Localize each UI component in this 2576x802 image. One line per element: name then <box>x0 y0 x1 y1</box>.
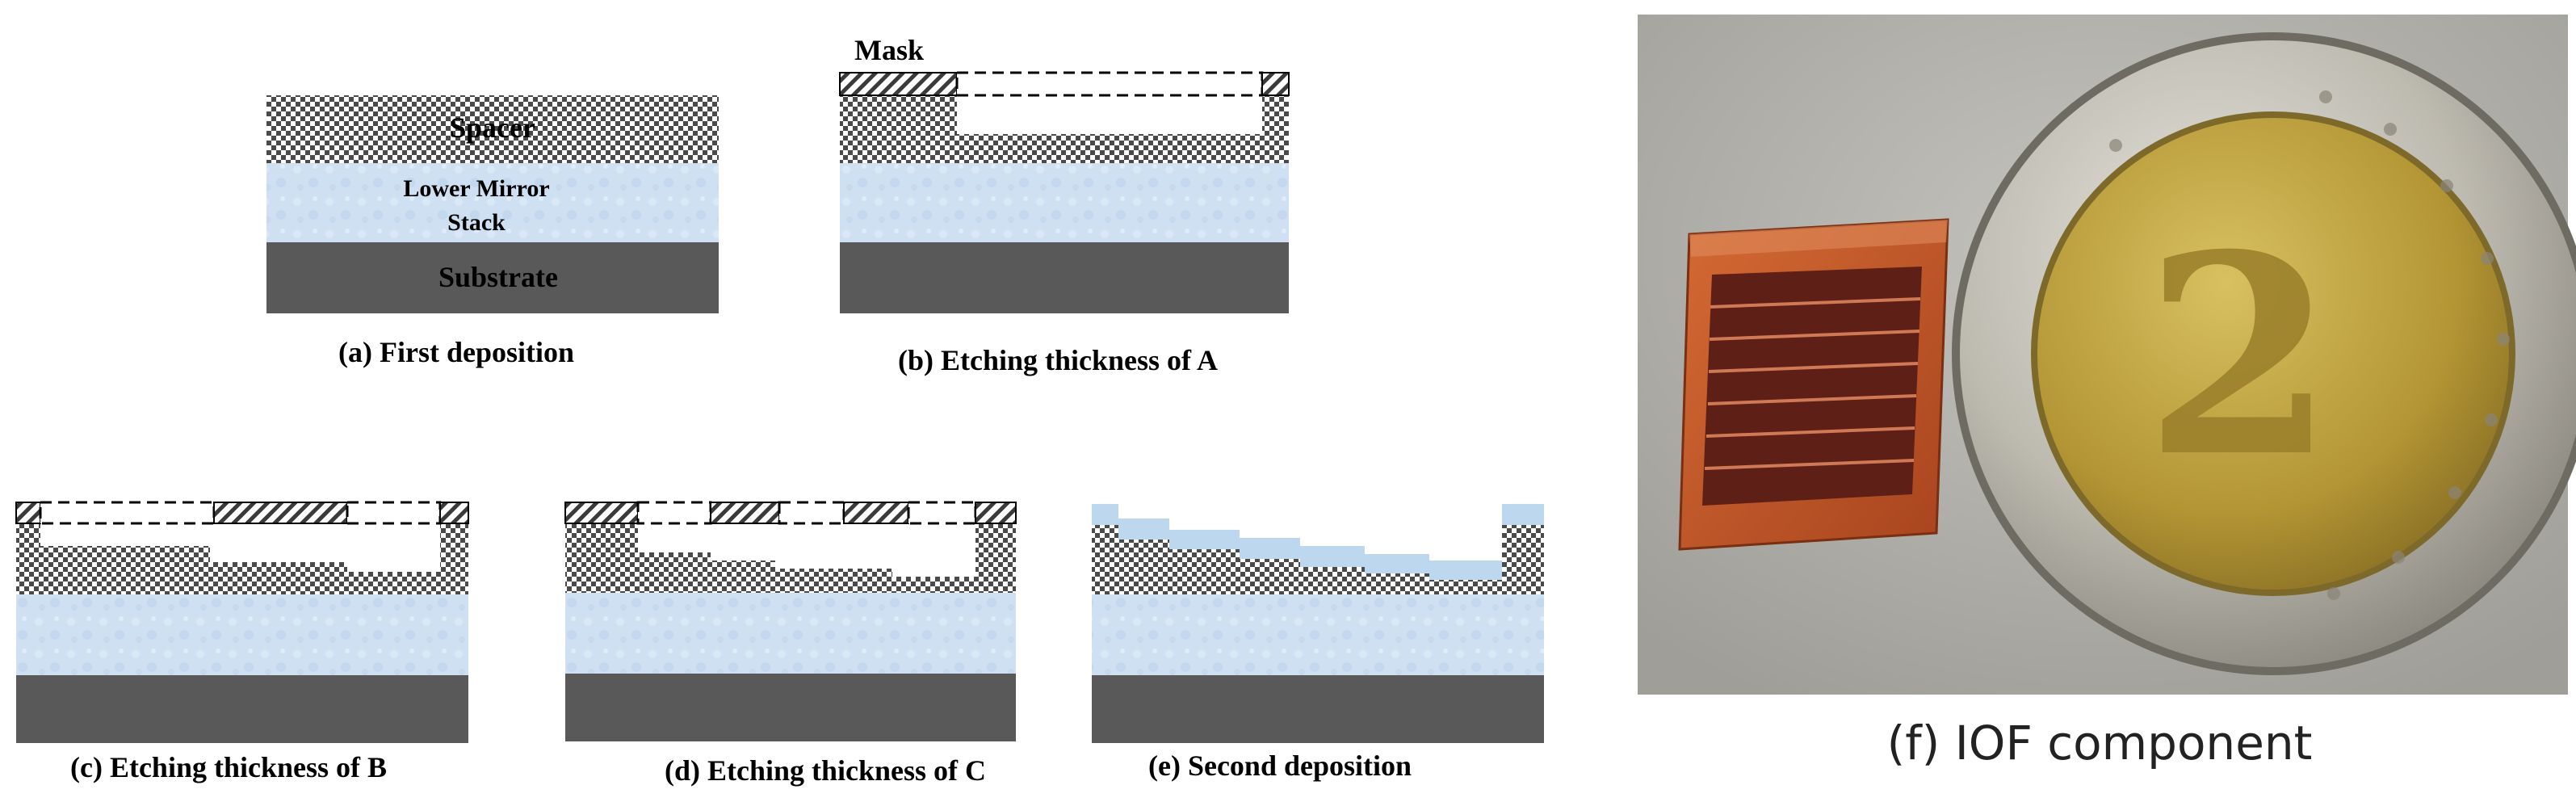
mirror-layer <box>266 163 719 242</box>
caption-f: (f) IOF component <box>1887 716 2313 771</box>
caption-d: (d) Etching thickness of C <box>665 754 986 787</box>
substrate-label: Substrate <box>438 261 558 293</box>
mirror-layer <box>16 594 468 675</box>
mirror-layer <box>1092 594 1544 675</box>
panel-e: (e) Second deposition <box>1092 504 1544 782</box>
mask-solid <box>15 502 41 524</box>
substrate-layer <box>565 674 1016 741</box>
mask-solid <box>1261 72 1290 96</box>
svg-text:2: 2 <box>2144 195 2335 518</box>
etched-cavity <box>40 523 440 572</box>
etched-cavity <box>957 95 1262 134</box>
mask-open <box>636 501 712 525</box>
mirror-label-line2: Stack <box>447 209 506 236</box>
mirror-layer <box>565 593 1016 674</box>
substrate-layer <box>840 242 1289 313</box>
mask-solid <box>710 502 780 524</box>
caption-e: (e) Second deposition <box>1148 750 1412 782</box>
mask-open <box>39 501 216 525</box>
caption-c: (c) Etching thickness of B <box>70 751 387 783</box>
mask-open <box>778 501 845 525</box>
mask-open <box>346 501 442 525</box>
iof-chip-image <box>1678 218 1949 551</box>
mask-solid <box>213 502 348 524</box>
mask-label: Mask <box>854 34 924 66</box>
mask-solid <box>439 502 469 524</box>
caption-a: (a) First deposition <box>338 336 574 368</box>
panel-d: (d) Etching thickness of C <box>564 501 1017 787</box>
mask-solid <box>975 502 1017 524</box>
mirror-layer <box>840 163 1289 242</box>
etched-cavity <box>638 523 975 577</box>
spacer-label: Spacer <box>450 111 535 144</box>
panel-a: Spacer Lower Mirror Stack Substrate (a) … <box>266 95 719 368</box>
mask-open <box>907 501 977 525</box>
panel-b: Mask (b) Etching thickness of A <box>839 34 1290 376</box>
mask-solid <box>839 72 958 96</box>
mask-solid <box>843 502 909 524</box>
substrate-layer <box>16 675 468 743</box>
substrate-layer <box>266 242 719 313</box>
panel-f: 2 (f) IOF component <box>1638 15 2576 771</box>
panel-c: (c) Etching thickness of B <box>15 501 469 783</box>
caption-b: (b) Etching thickness of A <box>898 344 1218 376</box>
mirror-label-line1: Lower Mirror <box>403 175 549 202</box>
second-deposition-layer <box>1092 504 1544 580</box>
spacer-layer <box>266 95 719 163</box>
mask-open <box>955 71 1264 97</box>
coin-image: 2 <box>1952 32 2576 675</box>
mask-solid <box>564 502 639 524</box>
substrate-layer <box>1092 675 1544 743</box>
